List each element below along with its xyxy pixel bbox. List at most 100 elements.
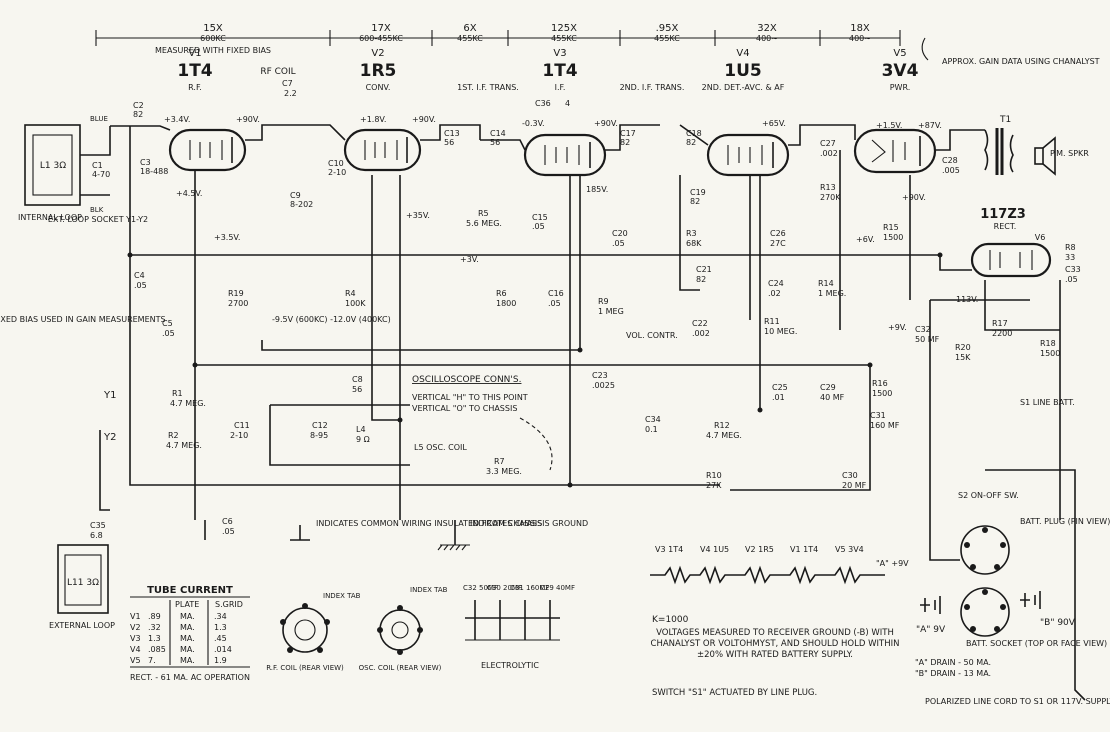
c22-ref: C22 [692, 319, 708, 328]
svg-text:.45: .45 [214, 634, 227, 643]
gain-4-freq: 455KC [551, 34, 577, 43]
r18-val: 1500 [1040, 349, 1060, 358]
if1-label: 1ST. I.F. TRANS. [457, 83, 519, 92]
osc-coil-view-label: OSC. COIL (REAR VIEW) [359, 664, 442, 672]
c10-ref: C10 [328, 159, 344, 168]
r13-ref: R13 [820, 183, 836, 192]
c18-val: 82 [686, 138, 696, 147]
common-ground-symbol [290, 525, 310, 541]
c14-ref: C14 [490, 129, 506, 138]
c30-val: 20 MF [842, 481, 867, 490]
svg-text:V3: V3 [130, 634, 141, 643]
c17-ref: C17 [620, 129, 636, 138]
c5-ref: C5 [162, 319, 173, 328]
osc-coil-label: L5 OSC. COIL [414, 443, 467, 452]
c7-val: 2.2 [284, 89, 297, 98]
c28-ref: C28 [942, 156, 958, 165]
r19-val: 2700 [228, 299, 248, 308]
b-battery: "B" 90V [1040, 618, 1076, 628]
c6-val: .05 [222, 527, 235, 536]
c19-ref: C19 [690, 188, 706, 197]
gain-3-freq: 455KC [457, 34, 483, 43]
c30-ref: C30 [842, 471, 858, 480]
c3-ref: C3 [140, 158, 151, 167]
v1-label: V1 [188, 48, 201, 59]
voltage-labels: +3.4V. +90V. +1.8V. +90V. -0.3V. +90V. +… [164, 115, 978, 332]
c9-ref: C9 [290, 191, 301, 200]
c16-ref: C16 [548, 289, 564, 298]
v5-role: PWR. [890, 83, 911, 92]
c20-ref: C20 [612, 229, 628, 238]
fil-v3: V3 1T4 [655, 545, 683, 554]
tube-v6 [970, 242, 1052, 278]
rf-coil-view-label: R.F. COIL (REAR VIEW) [266, 664, 344, 672]
gain-4: 125X [551, 23, 577, 34]
fil-v2: V2 1R5 [745, 545, 774, 554]
gain-1-freq: 600KC [200, 34, 226, 43]
c34-val: 0.1 [645, 425, 658, 434]
speaker-icon [1034, 136, 1056, 176]
gain-6: 32X [757, 23, 777, 34]
y2-terminal: Y2 [103, 432, 116, 443]
svg-text:+3V.: +3V. [460, 255, 479, 264]
r3-val: 68K [686, 239, 702, 248]
svg-text:MA.: MA. [180, 656, 195, 665]
on-off-label: S2 ON-OFF SW. [958, 491, 1019, 500]
v4-type: 1U5 [724, 61, 761, 81]
vol-control-label: VOL. CONTR. [626, 331, 678, 340]
v6-label: V6 [1035, 233, 1046, 242]
gain-6-freq: 400~ [756, 34, 778, 43]
r16-val: 1500 [872, 389, 892, 398]
r16-ref: R16 [872, 379, 888, 388]
fixed-bias-note: MEASURED WITH FIXED BIAS [155, 46, 271, 55]
v4-role: 2ND. DET.-AVC. & AF [702, 83, 785, 92]
c1-ref: C1 [92, 161, 103, 170]
c23-ref: C23 [592, 371, 608, 380]
svg-text:1.3: 1.3 [148, 634, 161, 643]
c26-ref: C26 [770, 229, 786, 238]
svg-text:V2: V2 [130, 623, 141, 632]
chassis-ground-text: INDICATES CHASSIS GROUND [470, 519, 588, 528]
speaker-label: P.M. SPKR [1050, 149, 1089, 158]
r19-ref: R19 [228, 289, 244, 298]
r13-val: 270K [820, 193, 841, 202]
svg-text:+90V.: +90V. [412, 115, 436, 124]
v6-role: RECT. [994, 222, 1017, 231]
l11-label: L11 3Ω [67, 578, 99, 588]
elec-c30: C30 20MF [487, 584, 522, 592]
c2-val: 82 [133, 110, 143, 119]
r18-ref: R18 [1040, 339, 1056, 348]
c18-ref: C18 [686, 129, 702, 138]
svg-text:S.GRID: S.GRID [215, 600, 243, 609]
c13-val: 56 [444, 138, 454, 147]
c25-ref: C25 [772, 383, 788, 392]
gain-7-freq: 400~ [849, 34, 871, 43]
v5-type: 3V4 [882, 61, 919, 81]
l4-val: 9 Ω [356, 435, 370, 444]
elec-c32: C32 50MF [463, 584, 498, 592]
c4-ref: C4 [134, 271, 145, 280]
tube-v1 [168, 128, 247, 172]
r9-val: 1 MEG [598, 307, 624, 316]
osc-index-tab: INDEX TAB [410, 586, 448, 594]
c21-val: 82 [696, 275, 706, 284]
r2-val: 4.7 MEG. [166, 441, 202, 450]
tube-current-table: TUBE CURRENT PLATE S.GRID V1 .89 MA. .34… [130, 585, 250, 682]
output-transformer [984, 128, 1014, 175]
svg-text:+90V.: +90V. [594, 119, 618, 128]
electrolytic-label: ELECTROLYTIC [481, 661, 539, 670]
fil-v1: V1 1T4 [790, 545, 818, 554]
r11-ref: R11 [764, 317, 780, 326]
bias-volts: -9.5V (600KC) -12.0V (400KC) [272, 315, 391, 324]
c35-val: 6.8 [90, 531, 103, 540]
k-note: K=1000 [652, 615, 689, 625]
r12-val: 4.7 MEG. [706, 431, 742, 440]
filament-string [650, 565, 885, 585]
c11-ref: C11 [234, 421, 250, 430]
c5-val: .05 [162, 329, 175, 338]
ext-loop-label: EXTERNAL LOOP [49, 621, 115, 630]
gain-7: 18X [850, 23, 870, 34]
r17-ref: R17 [992, 319, 1008, 328]
r10-val: 27K [706, 481, 722, 490]
